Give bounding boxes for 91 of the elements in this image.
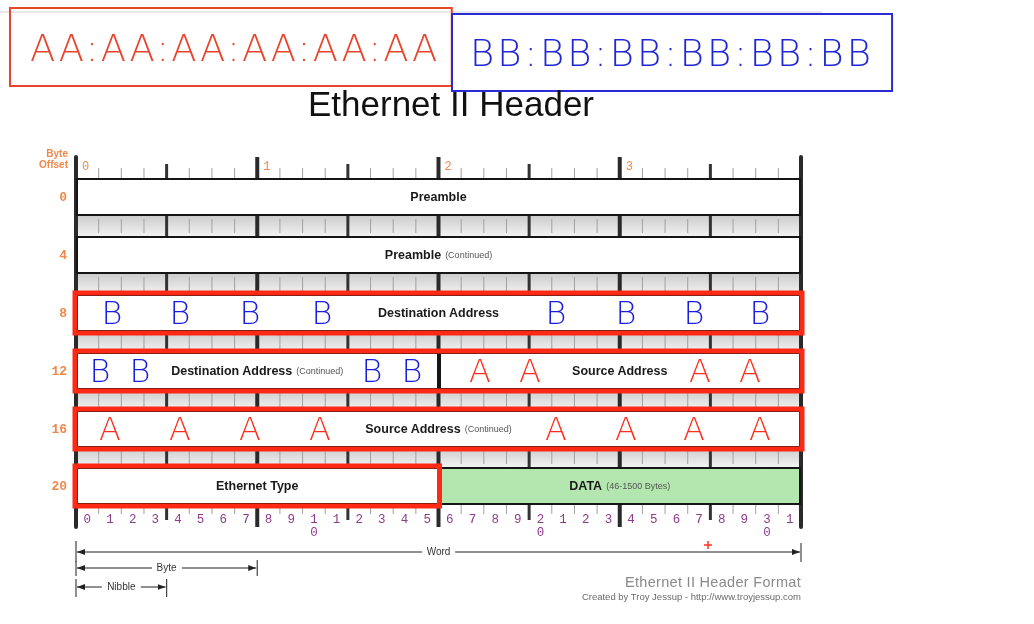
- offset-number: 8: [59, 306, 67, 320]
- header-field: [76, 178, 801, 216]
- handwritten-letter: A: [169, 413, 191, 445]
- bit-number: 8: [264, 514, 273, 527]
- handwritten-letter: A: [615, 413, 637, 445]
- bit-number: 5: [423, 514, 431, 527]
- field-name: Source Address: [365, 422, 461, 436]
- bit-number: 1: [106, 514, 114, 527]
- field-name: Destination Address: [377, 306, 500, 320]
- bit-number: 3: [378, 514, 386, 527]
- mac-address: AA:AA:AA:AA:AA:AA: [30, 30, 440, 67]
- field-note: (Continued): [445, 250, 493, 260]
- handwritten-letter: A: [309, 413, 331, 445]
- byte-number: 0: [82, 161, 90, 173]
- handwritten-letter: A: [689, 355, 711, 387]
- field-note: (Continued): [296, 366, 344, 376]
- bit-number: 8: [491, 514, 499, 527]
- bit-number: 9: [514, 514, 522, 527]
- bit-number: 4: [400, 514, 409, 527]
- offset-number: 20: [51, 479, 67, 493]
- bit-number: 3: [604, 514, 613, 527]
- bit-number: 2: [355, 514, 363, 527]
- header-field: [438, 352, 801, 390]
- handwritten-letter: B: [101, 297, 123, 329]
- credit-line: Created by Troy Jessup - http://www.troyjessup.com: [581, 592, 801, 602]
- handwritten-letter: B: [239, 297, 261, 329]
- bit-number: 2: [582, 514, 590, 527]
- handwritten-letter: B: [683, 297, 705, 329]
- bit-number: 3: [151, 514, 160, 527]
- field-note: (46-1500 Bytes): [606, 481, 671, 491]
- handwritten-letter: B: [89, 355, 111, 387]
- handwritten-letter: A: [683, 413, 705, 445]
- header-field: [76, 236, 801, 274]
- handwritten-letter: B: [749, 297, 771, 329]
- bit-number: 7: [242, 514, 250, 527]
- handwritten-letter: B: [545, 297, 567, 329]
- bit-number: 9: [740, 514, 749, 527]
- header-field: [76, 352, 439, 390]
- dimension-label: Word: [421, 546, 456, 558]
- handwritten-letter: A: [519, 355, 541, 387]
- handwritten-letter: B: [361, 355, 383, 387]
- bit-number: 10: [310, 514, 318, 540]
- bit-number: 0: [83, 514, 92, 527]
- handwritten-letter: B: [615, 297, 637, 329]
- bit-number: 4: [627, 514, 635, 527]
- byte-number: 1: [263, 161, 271, 173]
- bit-number: 5: [196, 514, 205, 527]
- handwritten-letter: A: [239, 413, 261, 445]
- dimension-label: Byte: [151, 562, 182, 574]
- bit-number: 6: [446, 514, 454, 527]
- handwritten-letter: A: [469, 355, 491, 387]
- field-name: Source Address: [572, 364, 668, 378]
- field-name: Ethernet Type: [216, 479, 299, 493]
- bit-number: 7: [468, 514, 477, 527]
- diagram-caption: Ethernet II Header Format: [625, 575, 801, 590]
- handwritten-letter: A: [739, 355, 761, 387]
- bit-number: 5: [650, 514, 658, 527]
- field-name: Preamble: [410, 190, 467, 204]
- byte-number: 2: [444, 161, 452, 173]
- bit-number: 4: [174, 514, 182, 527]
- bit-number: 1: [332, 514, 341, 527]
- axis-title: Byte Offset: [39, 148, 68, 170]
- bit-number: 6: [672, 514, 681, 527]
- field-note: (Continued): [464, 424, 512, 434]
- handwritten-letter: B: [401, 355, 423, 387]
- byte-number: 3: [625, 161, 633, 173]
- handwritten-letter: B: [129, 355, 151, 387]
- offset-number: 0: [59, 190, 67, 204]
- bit-number: 7: [695, 514, 703, 527]
- handwritten-letter: B: [311, 297, 333, 329]
- offset-number: 4: [59, 248, 67, 262]
- field-name: Preamble: [384, 248, 442, 262]
- bit-number: 1: [559, 514, 567, 527]
- handwritten-letter: B: [169, 297, 191, 329]
- bit-number: 6: [219, 514, 227, 527]
- handwritten-letter: A: [545, 413, 567, 445]
- handwritten-letter: A: [749, 413, 771, 445]
- diagram-title: Ethernet II Header: [308, 86, 594, 121]
- bit-number: 2: [128, 514, 137, 527]
- bit-number: 30: [763, 514, 771, 540]
- field-name: Destination Address: [171, 364, 293, 378]
- bit-number: 1: [785, 514, 794, 527]
- offset-number: 12: [51, 364, 67, 378]
- bit-number: 9: [287, 514, 295, 527]
- bit-number: 20: [536, 514, 545, 540]
- field-name: DATA: [569, 479, 603, 493]
- bit-number: 8: [717, 514, 726, 527]
- mac-address: BB:BB:BB:BB:BB:BB: [470, 35, 875, 72]
- offset-number: 16: [51, 422, 67, 436]
- dimension-label: Nibble: [102, 581, 141, 593]
- handwritten-letter: A: [99, 413, 121, 445]
